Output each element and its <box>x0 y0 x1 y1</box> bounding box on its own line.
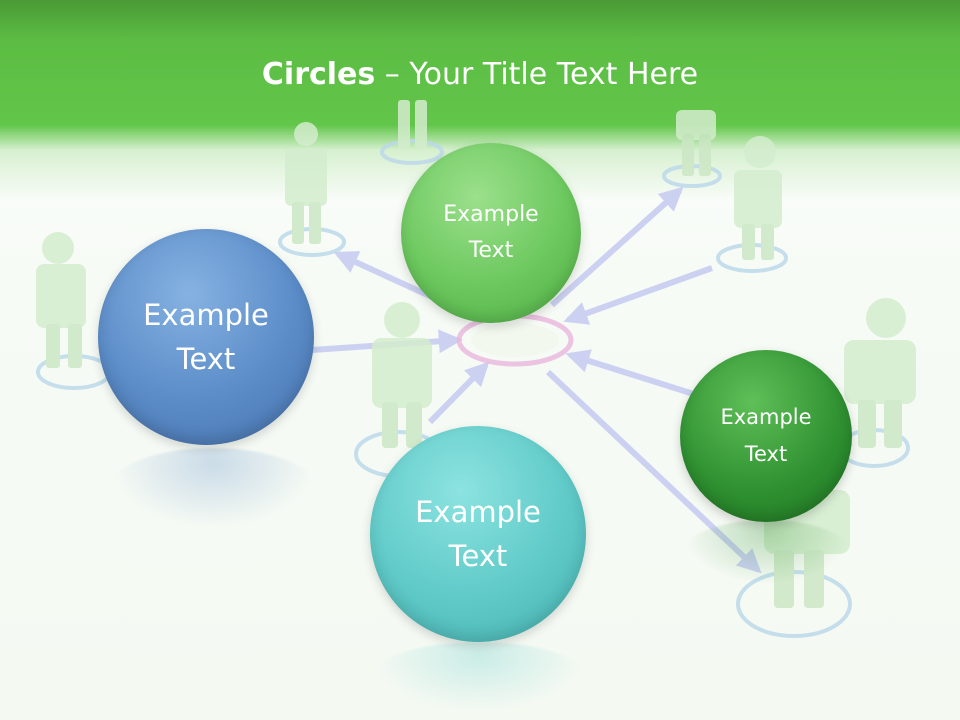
arrow-from-lower-left <box>427 361 490 425</box>
person-figure <box>36 232 112 390</box>
arrow-to-bottom-right <box>545 369 762 574</box>
person-figure <box>380 100 444 165</box>
person-figure <box>354 302 442 478</box>
blue-circle-text: Example Text <box>143 298 269 376</box>
person-figure <box>716 136 788 273</box>
dark-green-bubble-reflection <box>684 520 850 584</box>
person-figure <box>278 122 346 257</box>
person-figure <box>736 490 852 638</box>
top-green-circle: Example Text <box>401 143 581 323</box>
slide-title: Circles – Your Title Text Here <box>0 52 960 98</box>
center-ring-inner <box>471 323 559 357</box>
blue-bubble-reflection <box>110 448 316 528</box>
people <box>36 100 916 638</box>
slide-title-bold: Circles <box>261 57 376 92</box>
teal-bubble-reflection <box>372 642 586 712</box>
arrow-to-top-right-person <box>549 186 684 308</box>
blue-circle: Example Text <box>98 229 314 445</box>
top-green-circle-text: Example Text <box>443 202 539 263</box>
teal-circle: Example Text <box>370 426 586 642</box>
dark-green-circle-text: Example Text <box>720 405 812 466</box>
person-figure <box>662 110 722 188</box>
slide-title-rest: – Your Title Text Here <box>375 57 699 92</box>
teal-circle-text: Example Text <box>415 495 541 573</box>
arrow-from-right-person <box>563 265 714 325</box>
arrow-from-far-right <box>565 349 701 399</box>
dark-green-circle: Example Text <box>680 350 852 522</box>
